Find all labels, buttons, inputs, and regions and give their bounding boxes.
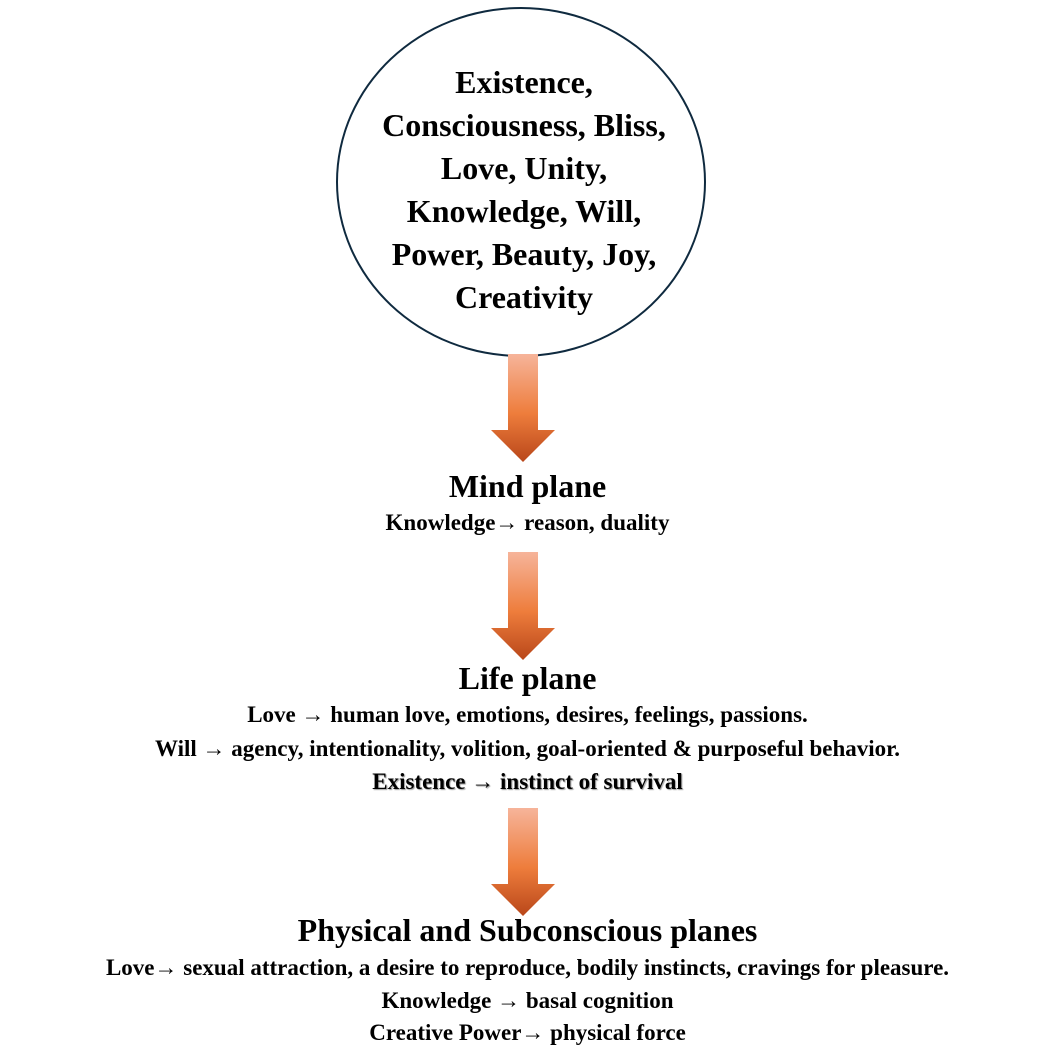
source-attribute-line: Consciousness, Bliss, — [382, 107, 666, 143]
source-attribute-line: Creativity — [454, 279, 594, 315]
life-plane-line: Existence → instinct of survival — [372, 769, 683, 794]
life-plane-line: Love → human love, emotions, desires, fe… — [247, 702, 808, 727]
source-attribute-line: Existence, — [455, 64, 593, 100]
source-attribute-line: Power, Beauty, Joy, — [391, 236, 657, 272]
source-attribute-line: Love, Unity, — [440, 150, 608, 186]
mind-plane-title: Mind plane — [448, 468, 607, 504]
life-plane-line: Will → agency, intentionality, volition,… — [155, 736, 900, 761]
source-attribute-line: Knowledge, Will, — [406, 193, 642, 229]
source-circle — [336, 7, 706, 357]
down-arrow-icon — [491, 354, 555, 462]
source-attributes: Existence, Consciousness, Bliss, Love, U… — [336, 61, 712, 319]
physical-plane-line: Knowledge → basal cognition — [381, 988, 674, 1013]
down-arrow-icon — [491, 808, 555, 916]
down-arrow-icon — [491, 552, 555, 660]
physical-plane-title: Physical and Subconscious planes — [297, 912, 758, 948]
mind-plane-line: Knowledge→ reason, duality — [385, 510, 670, 535]
life-plane-title: Life plane — [458, 660, 597, 696]
physical-plane-line: Creative Power→ physical force — [369, 1020, 686, 1045]
physical-plane-line: Love→ sexual attraction, a desire to rep… — [105, 955, 950, 980]
